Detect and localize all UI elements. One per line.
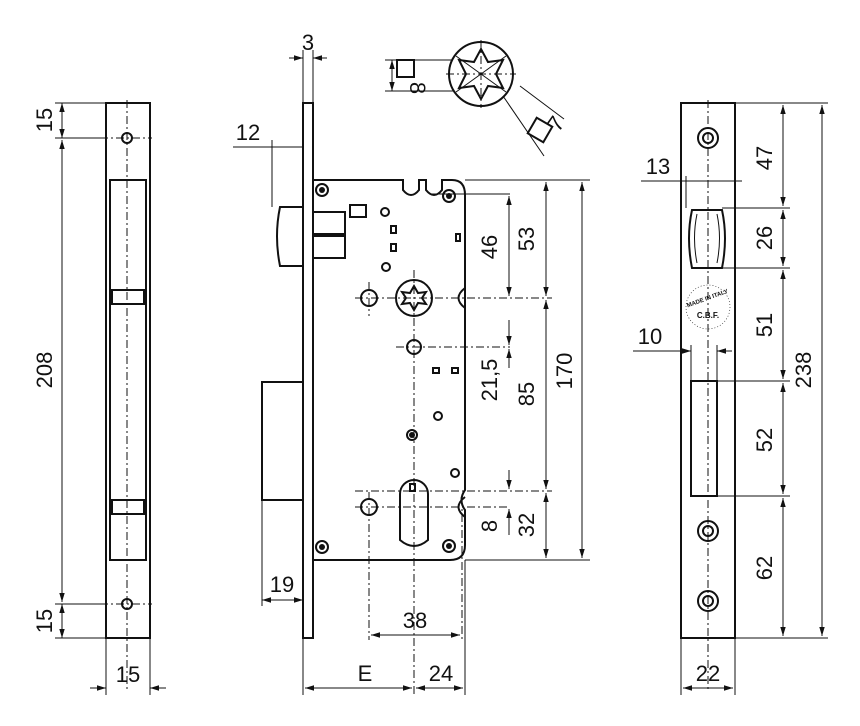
left-faceplate-outline — [105, 102, 151, 639]
dim-faceplate-thickness: 3 — [302, 30, 314, 55]
dim-left-height: 208 — [32, 352, 57, 389]
dim-spindle-left: 8 — [405, 82, 430, 94]
dim-follower-top: 53 — [514, 227, 539, 251]
dim-case-to-cylinder: 24 — [429, 661, 453, 686]
stamp-text: MADE IN ITALY — [686, 289, 729, 309]
case-screw — [315, 540, 329, 554]
dim-bolt-window-width: 10 — [638, 324, 662, 349]
case-screw — [315, 183, 329, 197]
right-faceplate-view: MADE IN ITALY C.B.F. 47 26 51 52 62 238 … — [633, 100, 828, 695]
case-screw — [442, 189, 456, 203]
dim-latch-window-width: 13 — [646, 154, 670, 179]
side-faceplate — [302, 102, 314, 639]
latch-bolt — [276, 206, 304, 267]
dim-follower-cylinder: 85 — [514, 382, 539, 406]
spindle-detail: 8 7 — [385, 40, 570, 157]
deadbolt — [261, 381, 304, 501]
dim-backset: E — [358, 661, 373, 686]
cylinder-hole — [399, 479, 429, 547]
dim-latch-to-bolt: 51 — [752, 313, 777, 337]
spindle-square-small — [396, 59, 415, 78]
right-middle-screw-hole — [697, 520, 719, 542]
dim-cylinder-spacing: 38 — [403, 608, 427, 633]
dim-bolt-projection: 19 — [270, 572, 294, 597]
dim-bolt-to-bottom: 62 — [752, 556, 777, 580]
dim-follower-small-hole: 21,5 — [477, 359, 502, 402]
dim-right-width: 22 — [696, 661, 720, 686]
case-screw — [442, 539, 456, 553]
left-faceplate-view: 15 208 15 15 — [32, 100, 166, 695]
dim-left-width: 15 — [116, 662, 140, 687]
dim-follower-top-partial: 46 — [477, 235, 502, 259]
dim-left-top-screw: 15 — [32, 108, 57, 132]
bolt-window — [690, 380, 718, 497]
left-faceplate-bolt-tab — [111, 499, 145, 515]
dim-cylinder-cam: 8 — [477, 520, 502, 532]
dim-latch-projection: 12 — [236, 120, 260, 145]
dim-bolt-height: 52 — [752, 428, 777, 452]
maker-stamp: MADE IN ITALY C.B.F. — [685, 284, 731, 330]
dim-latch-height: 26 — [752, 226, 777, 250]
dim-top-to-latch: 47 — [752, 146, 777, 170]
dim-case-height: 170 — [552, 353, 577, 390]
dim-left-bottom-screw: 15 — [32, 609, 57, 633]
dim-spindle-right: 7 — [542, 112, 570, 136]
lock-case — [312, 179, 466, 561]
left-faceplate-slot — [109, 179, 147, 561]
stamp-brand: C.B.F. — [697, 311, 719, 320]
dim-right-total-height: 238 — [791, 352, 816, 389]
lock-body-view: 46 53 21,5 85 170 8 32 3 12 19 38 E 24 — [233, 30, 590, 695]
right-bottom-screw-hole — [697, 590, 719, 612]
right-top-screw-hole — [697, 127, 719, 149]
spindle-square-rotated — [526, 116, 554, 144]
dim-cylinder-bottom: 32 — [514, 513, 539, 537]
left-faceplate-latch-tab — [111, 289, 145, 305]
